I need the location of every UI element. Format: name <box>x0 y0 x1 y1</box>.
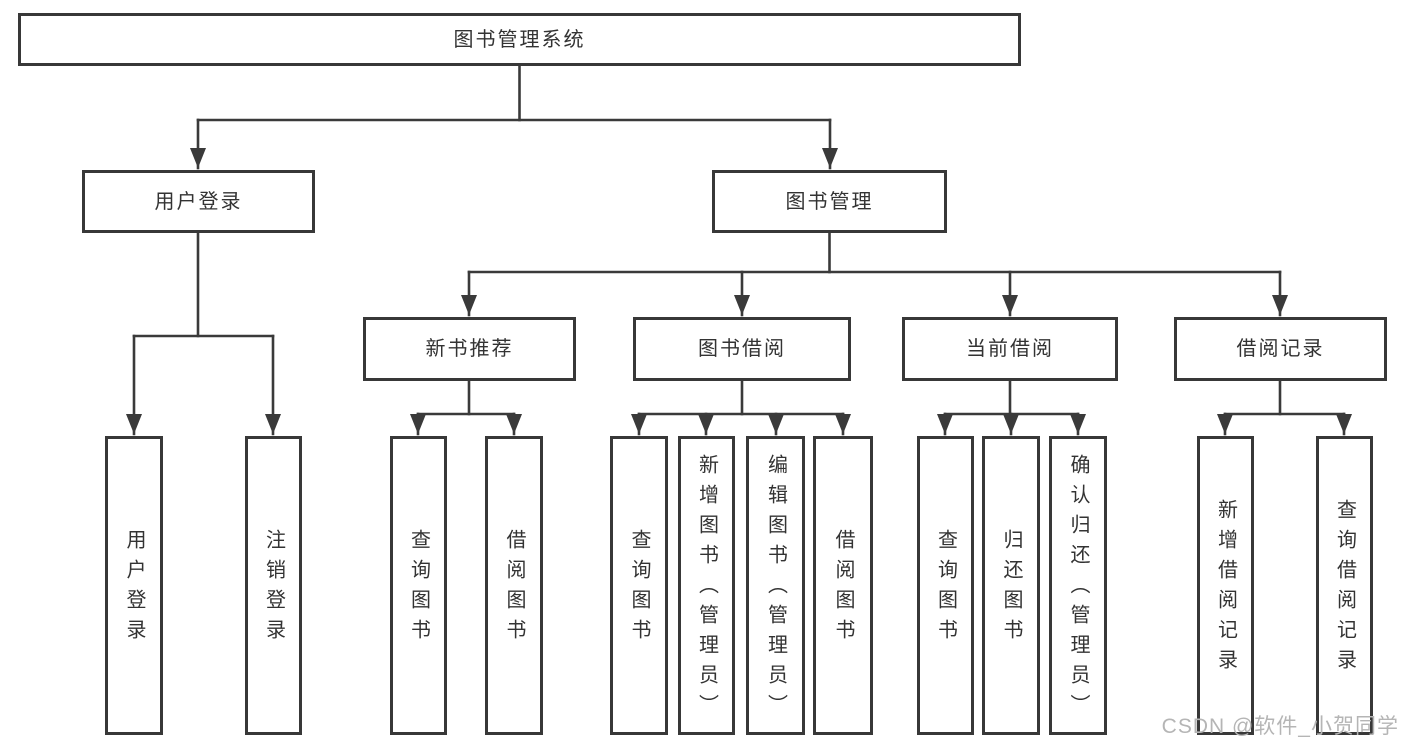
leaf-query-borrow-record: 查询借阅记录 <box>1316 436 1373 735</box>
node-book-borrowing: 图书借阅 <box>633 317 851 381</box>
leaf-borrow-book: 借阅图书 <box>813 436 873 735</box>
node-library-system: 图书管理系统 <box>18 13 1021 66</box>
node-book-management: 图书管理 <box>712 170 947 233</box>
leaf-query-book-current: 查询图书 <box>917 436 974 735</box>
leaf-query-book-recommend: 查询图书 <box>390 436 447 735</box>
leaf-logout: 注销登录 <box>245 436 302 735</box>
node-user-login: 用户登录 <box>82 170 315 233</box>
leaf-add-borrow-record: 新增借阅记录 <box>1197 436 1254 735</box>
leaf-user-login: 用户登录 <box>105 436 163 735</box>
leaf-return-book: 归还图书 <box>982 436 1040 735</box>
leaf-borrow-book-recommend: 借阅图书 <box>485 436 543 735</box>
csdn-watermark: CSDN @软件_小贺同学 <box>1161 715 1399 738</box>
node-current-borrowing: 当前借阅 <box>902 317 1118 381</box>
leaf-confirm-return-admin: 确认归还（管理员） <box>1049 436 1107 735</box>
node-new-book-recommendation: 新书推荐 <box>363 317 576 381</box>
leaf-edit-book-admin: 编辑图书（管理员） <box>746 436 805 735</box>
node-borrow-records: 借阅记录 <box>1174 317 1387 381</box>
leaf-add-book-admin: 新增图书（管理员） <box>678 436 735 735</box>
leaf-query-book-borrowing: 查询图书 <box>610 436 668 735</box>
